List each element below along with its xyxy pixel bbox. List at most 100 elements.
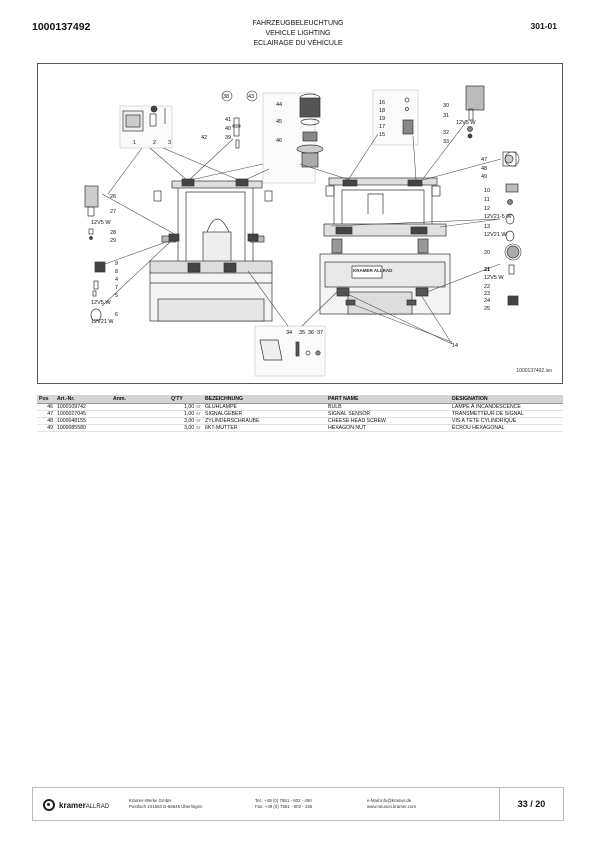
company-name: Kramer-Werke GmbH: [129, 798, 172, 803]
title-fr: ECLAIRAGE DU VÉHICULE: [253, 40, 343, 47]
callout: 39: [225, 135, 231, 141]
callout: 31: [443, 113, 449, 119]
callout: 23: [484, 291, 490, 297]
row-bezeichnung: SIGNALGEBER: [203, 410, 326, 418]
callout: 28: [110, 230, 116, 236]
callout: 12V21-5 W: [484, 214, 512, 220]
callout: 37: [317, 330, 323, 336]
callout: 20: [484, 250, 490, 256]
page-code: 301-01: [530, 21, 557, 31]
callout: 25: [484, 306, 490, 312]
row-qty-unit: ST: [196, 425, 201, 430]
diagram-drawing: 1 2 3 38 43 41 40 39 42 44 45 46 16 18 1…: [84, 85, 522, 377]
callout: 45: [276, 119, 282, 125]
callout: 14: [452, 343, 458, 349]
contact-phone: Tel.: +49 (0) 7551 - 602 - 450 Fax: +49 …: [255, 798, 312, 810]
callout: 29: [110, 238, 116, 244]
row-anm: [111, 403, 169, 411]
callout: 35: [299, 330, 305, 336]
callout: 2: [153, 140, 156, 146]
brand-main: kramer: [59, 800, 86, 810]
col-art-nr: Art.-Nr.: [55, 395, 111, 404]
contact-web: e-Mail:info@kramer.de www.neuson.kramer.…: [367, 798, 416, 810]
callout: 43: [248, 94, 254, 100]
callout: 21: [484, 267, 490, 273]
right-vehicle: [319, 177, 451, 315]
kramer-logo-icon: [43, 799, 55, 811]
callout: 27: [110, 209, 116, 215]
row-designation: LAMPE À INCANDESCENCE: [450, 403, 563, 411]
detail-indicators: [502, 151, 520, 306]
col-anm: Anm.: [111, 395, 169, 404]
row-part-name: SIGNAL SENSOR: [326, 410, 450, 418]
title-block: FAHRZEUGBELEUCHTUNG VEHICLE LIGHTING ECL…: [180, 19, 416, 49]
callout: 26: [110, 194, 116, 200]
row-qty-unit: ST: [196, 411, 201, 416]
callout: 18: [379, 108, 385, 114]
callout: 5: [115, 293, 118, 299]
website: www.neuson.kramer.com: [367, 804, 417, 809]
title-de: FAHRZEUGBELEUCHTUNG: [252, 20, 344, 27]
callout-bubbles: [221, 90, 522, 261]
row-part-name: HEXAGON NUT: [326, 424, 450, 432]
callout: 32: [443, 130, 449, 136]
row-bezeichnung: ZYLINDERSCHRAUBE: [203, 417, 326, 425]
callout: 49: [481, 174, 487, 180]
phone: Tel.: +49 (0) 7551 - 602 - 450: [255, 798, 312, 803]
left-vehicle: [149, 178, 273, 322]
parts-table: Pos Art.-Nr. Anm. Q'TY BEZEICHNUNG PART …: [37, 395, 563, 432]
callout: 38: [223, 94, 229, 100]
row-art-nr: 1000085580: [55, 424, 111, 432]
row-pos: 49: [37, 424, 55, 432]
row-designation: TRANSMETTEUR DE SIGNAL: [450, 410, 563, 418]
row-anm: [111, 410, 169, 418]
row-part-name: BULB: [326, 403, 450, 411]
row-art-nr: 1000027045: [55, 410, 111, 418]
callout: 44: [276, 102, 282, 108]
detail-bracket: [254, 325, 326, 377]
page-number: 33 / 20: [499, 788, 563, 820]
exploded-diagram: 1 2 3 38 43 41 40 39 42 44 45 46 16 18 1…: [37, 63, 563, 384]
callout: 19: [379, 116, 385, 122]
callout: 17: [379, 124, 385, 130]
row-qty-value: 1,00: [184, 403, 195, 410]
callout: 3: [168, 140, 171, 146]
row-pos: 46: [37, 403, 55, 411]
callout: 12V5 W: [456, 120, 476, 126]
callout: 4: [115, 277, 118, 283]
detail-beacon: [232, 92, 324, 184]
row-anm: [111, 424, 169, 432]
detail-tail-lamp: [119, 105, 173, 149]
chassis-label: KRAMER ALLRAD: [353, 268, 393, 273]
row-art-nr: 1000109742: [55, 403, 111, 411]
email: e-Mail:info@kramer.de: [367, 798, 412, 803]
callout: 6: [115, 312, 118, 318]
row-qty-value: 3,00: [184, 417, 195, 424]
callout: 22: [484, 284, 490, 290]
callout: 16: [379, 100, 385, 106]
col-bezeichnung: BEZEICHNUNG: [203, 395, 326, 404]
callout: 1: [133, 140, 136, 146]
row-qty-value: 1,00: [184, 410, 195, 417]
row-qty-unit: ST: [196, 404, 201, 409]
postal-address: Postfach 101563 D-88645 Überlingen: [129, 804, 203, 809]
row-art-nr: 1000048155: [55, 417, 111, 425]
callout: 33: [443, 139, 449, 145]
callout-labels: 1 2 3 38 43 41 40 39 42 44 45 46 16 18 1…: [91, 94, 512, 349]
col-designation: DESIGNATION: [450, 395, 563, 404]
doc-number: 1000137492: [32, 21, 91, 33]
callout: 48: [481, 166, 487, 172]
callout: 15: [379, 132, 385, 138]
row-anm: [111, 417, 169, 425]
callout: 12V21 W: [484, 232, 507, 238]
col-pos: Pos: [37, 395, 55, 404]
callout: 30: [443, 103, 449, 109]
callout: 24: [484, 298, 490, 304]
callout: 12V5 W: [484, 275, 504, 281]
